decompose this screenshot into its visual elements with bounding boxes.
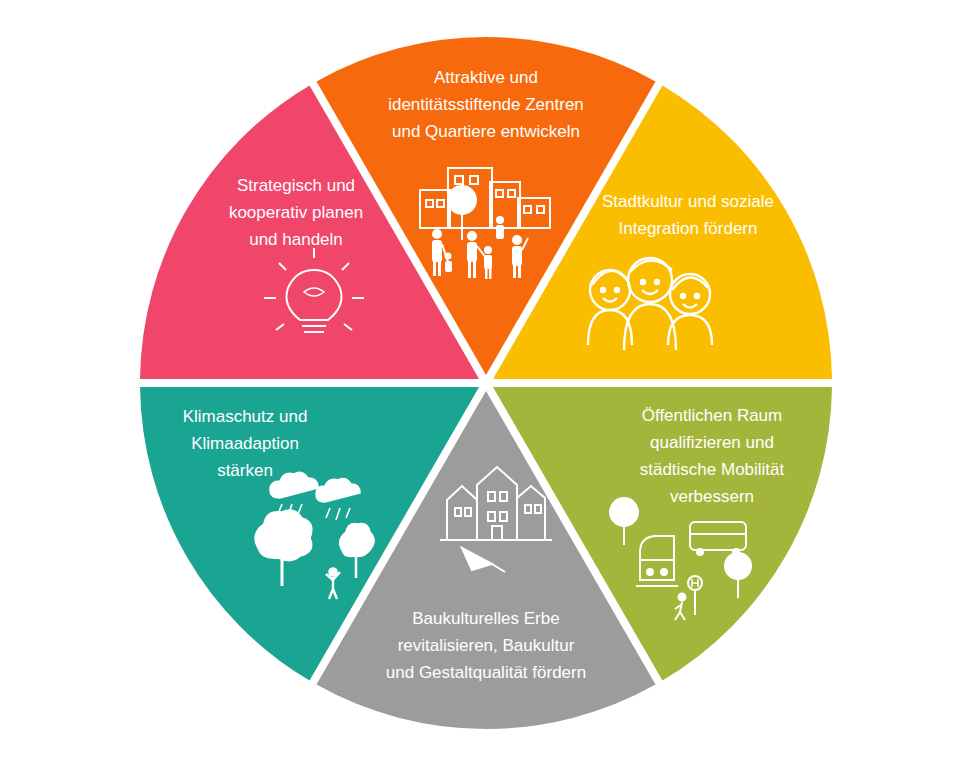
segment-fill <box>140 85 479 379</box>
segment-icon <box>420 168 550 279</box>
segment-icon <box>440 467 552 572</box>
segment-icon <box>264 248 364 332</box>
segment-label: Klimaschutz und Klimaadaption stärken <box>163 403 328 484</box>
segment-label: Öffentlichen Raum qualifizieren und städ… <box>622 402 802 510</box>
segment-fill <box>140 387 479 681</box>
segment-label: Strategisch und kooperativ planen und ha… <box>217 172 375 253</box>
segment-icon <box>255 472 374 599</box>
segment-fill <box>493 85 832 379</box>
segment-icon <box>588 258 712 350</box>
segment-label: Baukulturelles Erbe revitalisieren, Bauk… <box>384 605 589 686</box>
segment-label: Stadtkultur und soziale Integration förd… <box>602 188 774 242</box>
segment-label: Attraktive und identitätsstiftende Zentr… <box>384 64 589 145</box>
segment-icon <box>610 498 751 620</box>
